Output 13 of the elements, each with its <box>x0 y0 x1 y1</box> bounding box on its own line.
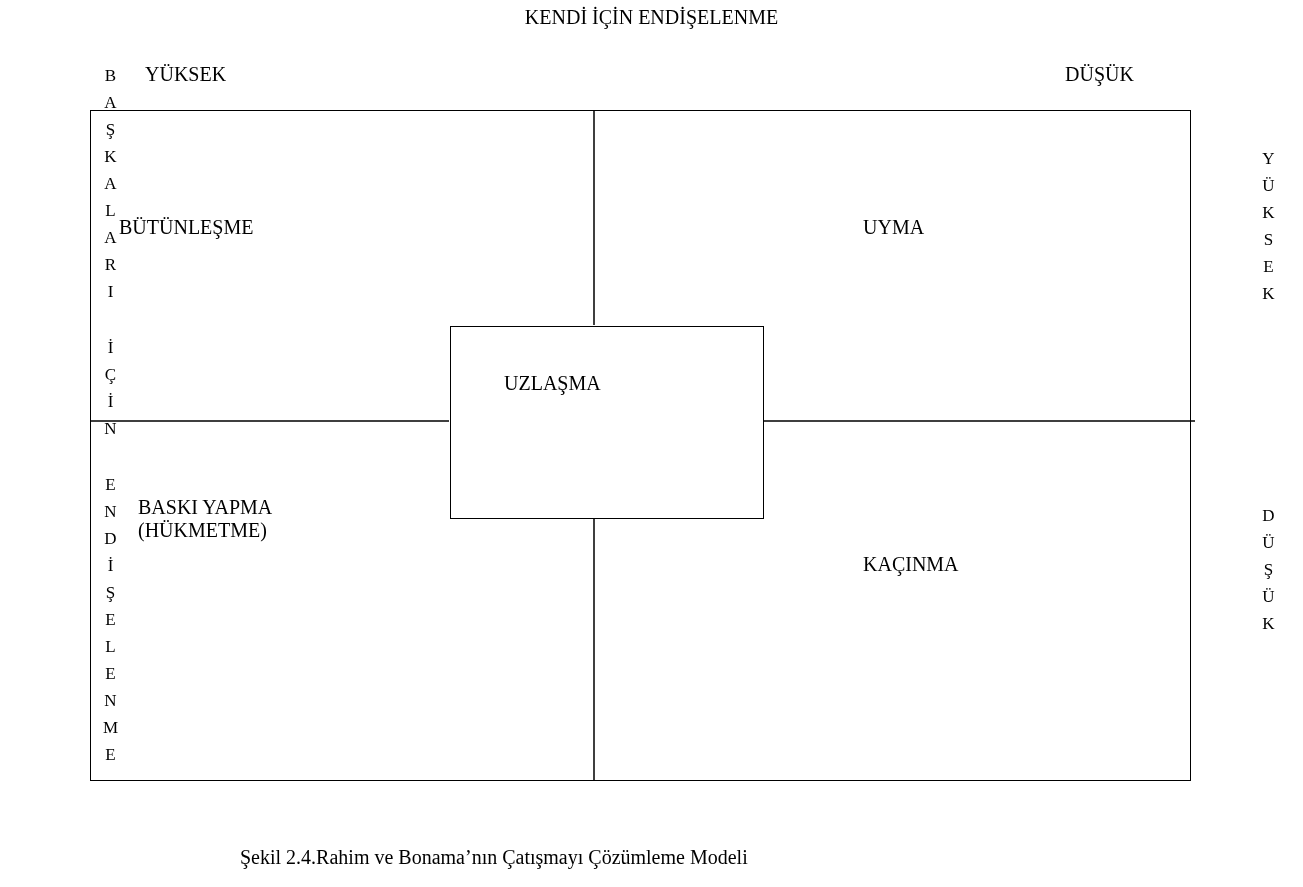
axis-level-label: DÜŞÜK <box>1261 505 1276 635</box>
axis-title: BAŞKALARI İÇİN ENDİŞELENME <box>102 65 119 766</box>
diagram-title: KENDİ İÇİN ENDİŞELENME <box>523 6 780 29</box>
quadrant-label: UYMA <box>863 216 925 239</box>
quadrant-label: BÜTÜNLEŞME <box>119 216 254 239</box>
axis-level-label: YÜKSEK <box>1261 148 1276 305</box>
quadrant-label: BASKI YAPMA (HÜKMETME) <box>138 496 273 542</box>
axis-level-label: DÜŞÜK <box>1065 63 1134 86</box>
axis-level-label: YÜKSEK <box>145 63 227 86</box>
figure-caption: Şekil 2.4.Rahim ve Bonama’nın Çatışmayı Çözümleme Modeli <box>240 846 748 869</box>
center-box <box>450 326 764 519</box>
quadrant-label: KAÇINMA <box>863 553 959 576</box>
center-label: UZLAŞMA <box>504 372 601 395</box>
